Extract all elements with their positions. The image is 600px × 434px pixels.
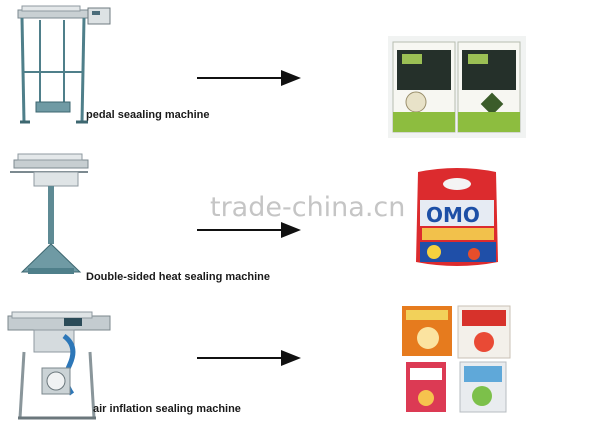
- air-inflation-sealing-machine-image: [7, 311, 111, 420]
- watermark-text: trade-china.cn: [210, 192, 406, 223]
- arrow-right-icon: [197, 70, 301, 86]
- row-air-inflation-sealing: air inflation sealing machine: [0, 290, 600, 434]
- svg-text:OMO: OMO: [426, 203, 480, 227]
- row-pedal-sealing: pedal seaaling machine: [0, 0, 600, 140]
- detergent-bag-image: OMO: [416, 168, 498, 266]
- machine-label: air inflation sealing machine: [93, 403, 241, 415]
- arrow-right-icon: [197, 350, 301, 366]
- row-double-sided-sealing: Double-sided heat sealing machine OMO: [0, 140, 600, 290]
- pedal-sealing-machine-image: [17, 5, 111, 124]
- double-sided-heat-sealing-machine-image: [10, 153, 89, 274]
- machine-label: pedal seaaling machine: [86, 109, 210, 121]
- machine-label: Double-sided heat sealing machine: [86, 271, 270, 283]
- tea-pouch-pair-image: [388, 36, 526, 138]
- arrow-right-icon: [197, 222, 301, 238]
- snack-bags-grid-image: [402, 305, 511, 413]
